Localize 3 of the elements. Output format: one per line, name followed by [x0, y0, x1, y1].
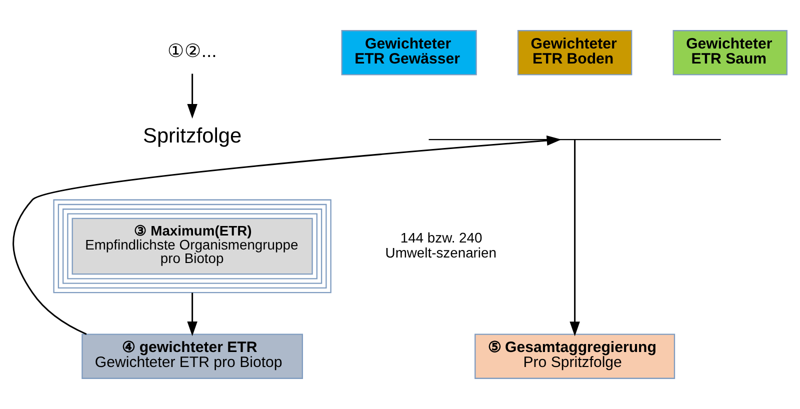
node-text: ①②... — [167, 40, 217, 62]
label: 144 bzw. 240 Umwelt-szenarien — [385, 229, 496, 260]
node-text: Spritzfolge — [143, 124, 242, 148]
